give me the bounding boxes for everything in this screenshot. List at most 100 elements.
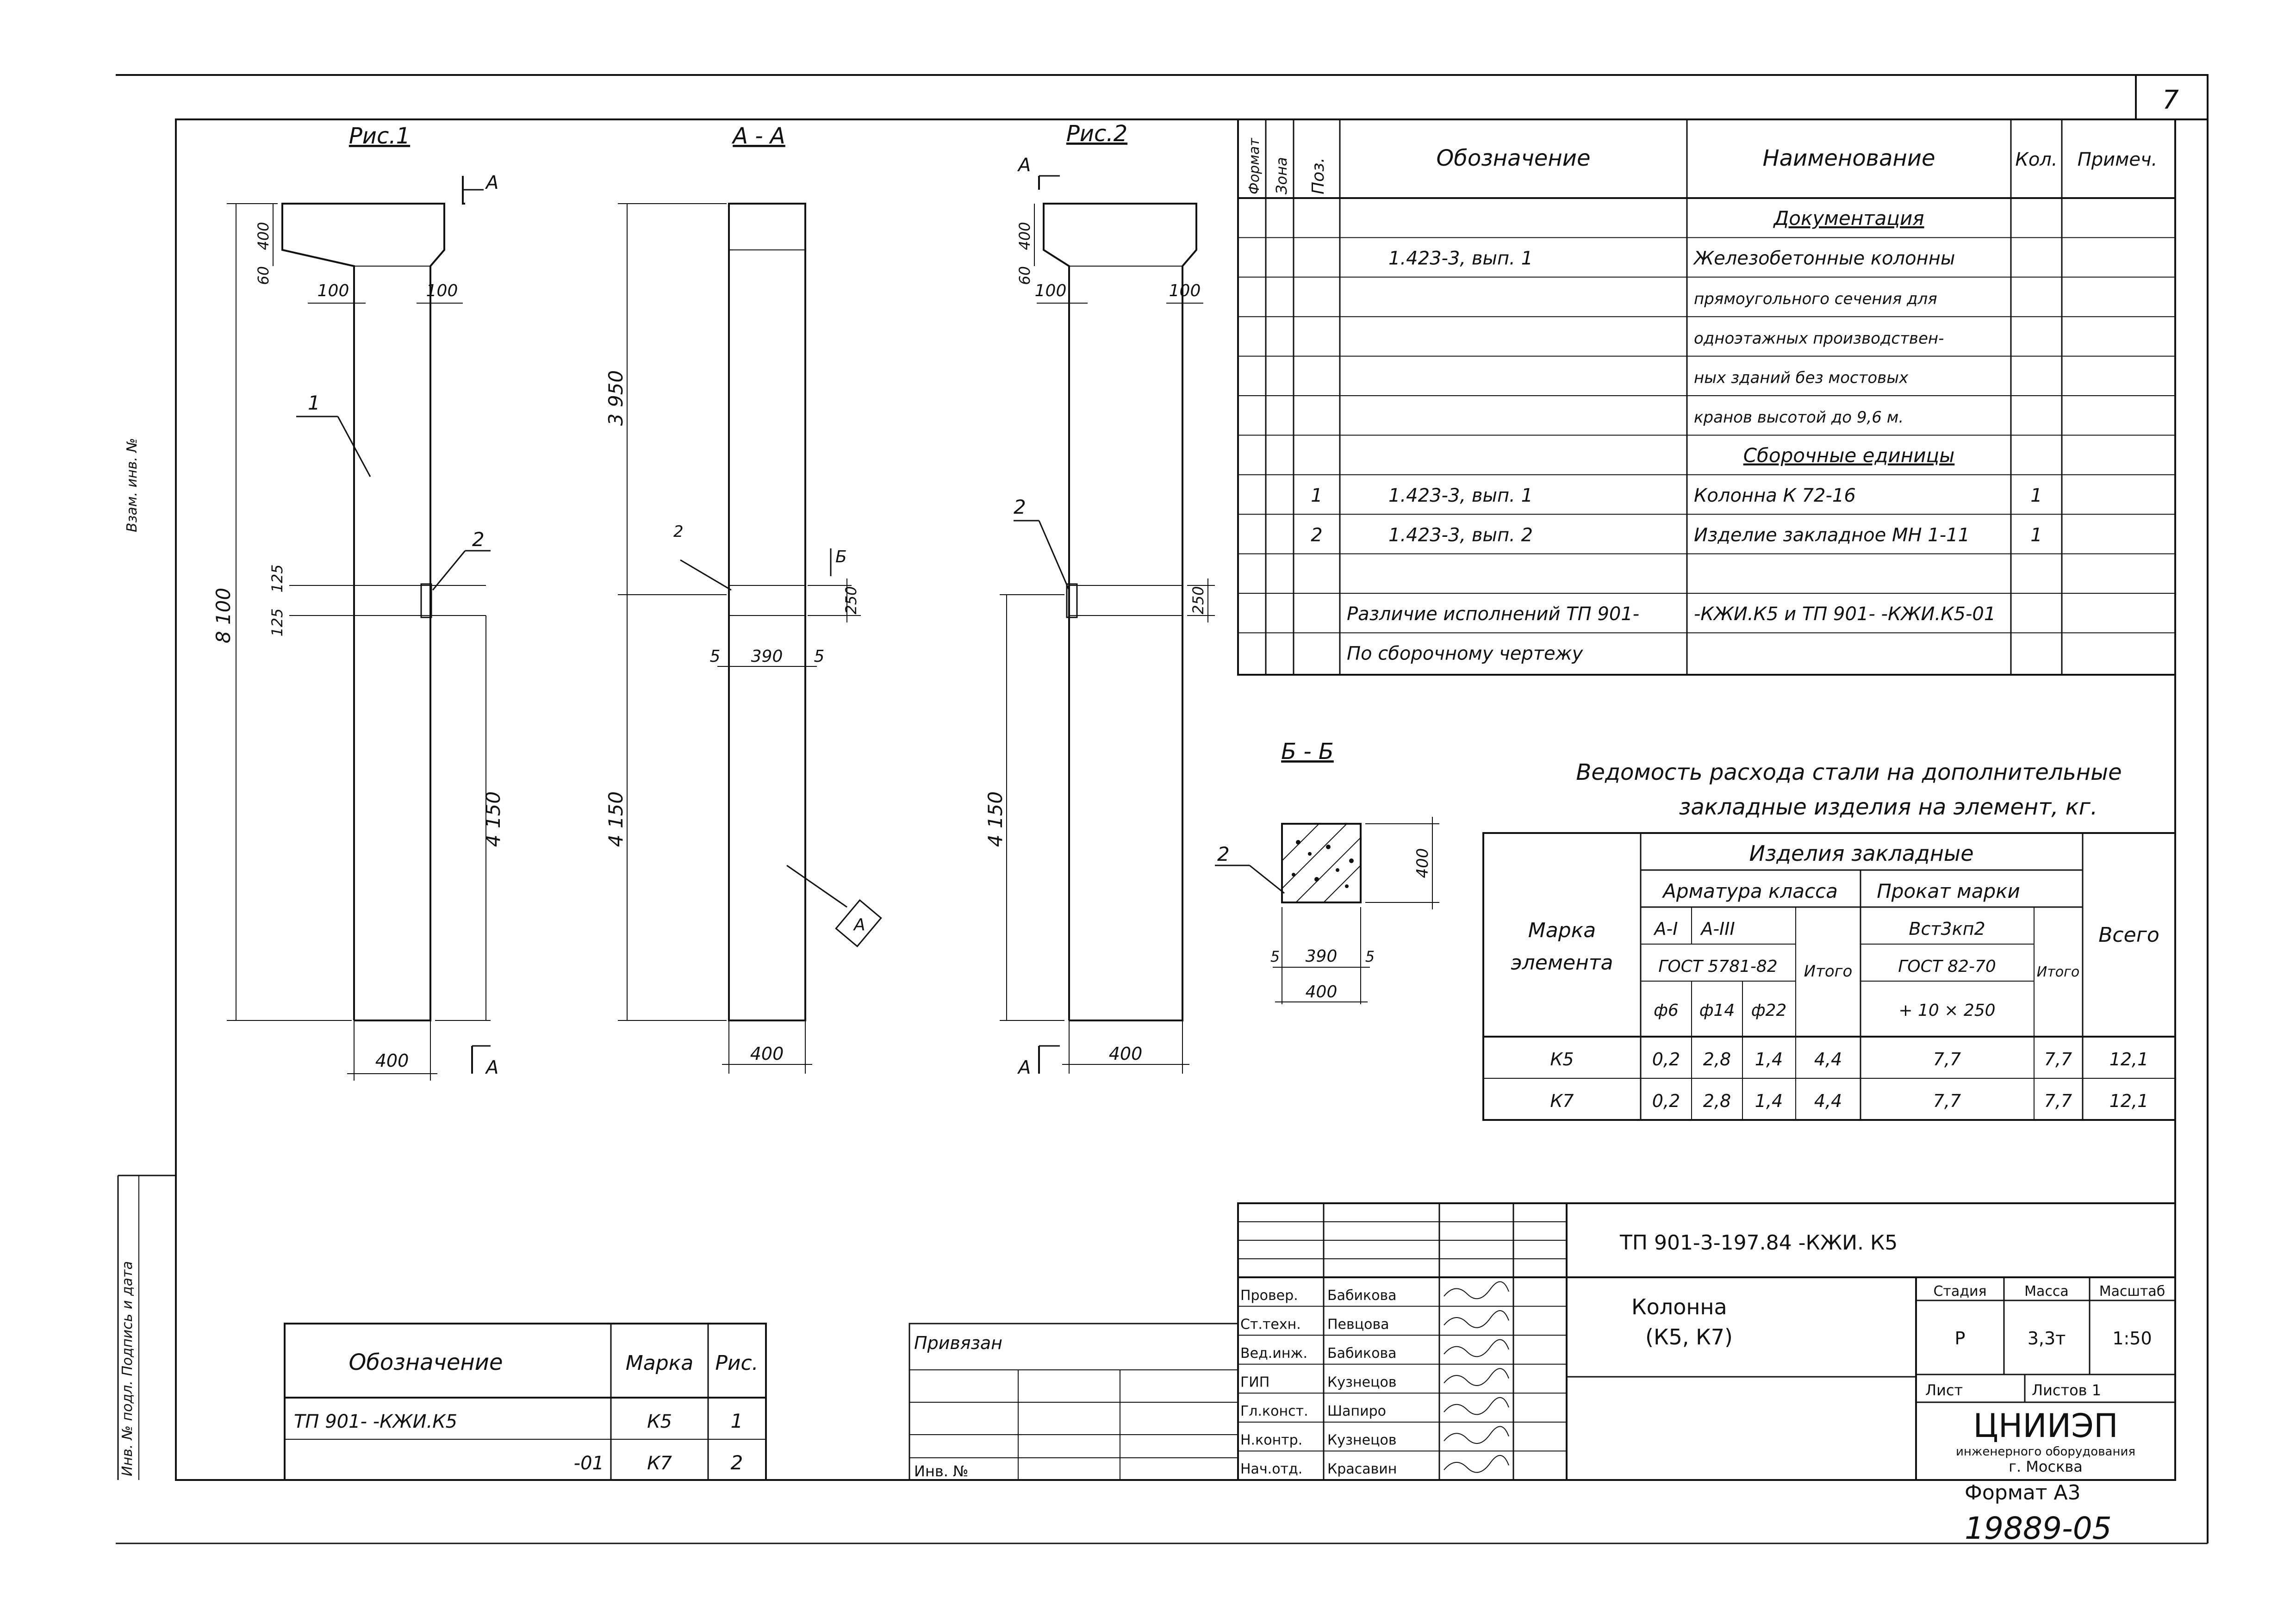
side-stamp-1: Инв. № подл. Подпись и дата bbox=[119, 1261, 136, 1476]
steel-cell-total: 12,1 bbox=[2109, 1049, 2149, 1070]
variants-h-fig: Рис. bbox=[715, 1351, 758, 1375]
signer-row: Провер. Бабикова bbox=[1240, 1281, 1509, 1304]
specification-table: Формат Зона Поз. Обозначение Наименовани… bbox=[1237, 118, 2176, 676]
steel-h-gost-rebar: ГОСТ 5781-82 bbox=[1658, 957, 1777, 976]
sheet-number: 7 bbox=[2162, 85, 2179, 115]
cut-mark-a-bottom-fig2: А bbox=[1017, 1057, 1031, 1078]
steel-cell-total: 12,1 bbox=[2109, 1091, 2149, 1111]
title-h-scale: Масштаб bbox=[2099, 1283, 2165, 1300]
steel-title-1: Ведомость расхода стали на дополнительны… bbox=[1576, 759, 2122, 785]
signature-scribble bbox=[1444, 1397, 1509, 1415]
org-line-3: г. Москва bbox=[2009, 1458, 2083, 1475]
dim-100-left: 100 bbox=[317, 281, 349, 300]
spec-name: одноэтажных производствен- bbox=[1694, 329, 1944, 348]
signature-scribble bbox=[1444, 1426, 1509, 1444]
steel-table: Ведомость расхода стали на дополнительны… bbox=[1482, 759, 2176, 1121]
title-block: ТП 901-3-197.84 -КЖИ. К5 Колонна (К5, К7… bbox=[1237, 1202, 2176, 1481]
dim-100-left-fig2: 100 bbox=[1035, 281, 1067, 300]
signer-role: Провер. bbox=[1240, 1287, 1298, 1304]
steel-h-itogo-2: Итого bbox=[2037, 964, 2079, 980]
title-scale: 1:50 bbox=[2112, 1328, 2152, 1349]
title-h-mass: Масса bbox=[2024, 1283, 2069, 1300]
spec-h-note: Примеч. bbox=[2078, 149, 2158, 170]
steel-cell-d14: 2,8 bbox=[1703, 1091, 1731, 1111]
title-h-stage: Стадия bbox=[1933, 1283, 1986, 1300]
signer-role: Гл.конст. bbox=[1240, 1403, 1308, 1419]
steel-cell-sum2: 7,7 bbox=[2044, 1091, 2072, 1111]
steel-cell-rolled: 7,7 bbox=[1933, 1091, 1961, 1111]
spec-row: Документация bbox=[1773, 207, 1924, 230]
steel-h-mark-1: Марка bbox=[1528, 919, 1596, 942]
dim-4150-aa: 4 150 bbox=[604, 791, 627, 847]
signature-scribble bbox=[1444, 1281, 1509, 1300]
spec-h-zone: Зона bbox=[1273, 157, 1290, 194]
signer-name: Бабикова bbox=[1327, 1287, 1397, 1304]
spec-name: Колонна К 72-16 bbox=[1694, 485, 1856, 506]
signer-role: Вед.инж. bbox=[1240, 1345, 1307, 1362]
signer-name: Шапиро bbox=[1327, 1403, 1386, 1419]
spec-row: ных зданий без мостовых bbox=[1694, 369, 1909, 387]
steel-title-2: закладные изделия на элемент, кг. bbox=[1679, 794, 2097, 820]
steel-h-rebar: Арматура класса bbox=[1661, 880, 1838, 902]
steel-cell-sum1: 4,4 bbox=[1814, 1049, 1842, 1070]
spec-designation: По сборочному чертежу bbox=[1347, 643, 1584, 664]
section-bb-title: Б - Б bbox=[1281, 739, 1334, 765]
steel-cell-d6: 0,2 bbox=[1652, 1049, 1680, 1070]
dim-100-right: 100 bbox=[426, 281, 458, 300]
variant-designation-1: ТП 901- -КЖИ.К5 bbox=[294, 1411, 457, 1432]
dim-5-bb-right: 5 bbox=[1365, 948, 1375, 965]
signer-name: Певцова bbox=[1327, 1316, 1389, 1332]
steel-h-d6: ф6 bbox=[1654, 1001, 1679, 1020]
steel-h-embedded: Изделия закладные bbox=[1749, 841, 1973, 866]
spec-row: одноэтажных производствен- bbox=[1694, 329, 1944, 348]
variant-mark-2: К7 bbox=[647, 1453, 672, 1474]
binding-inv: Инв. № bbox=[914, 1462, 968, 1480]
spec-name: ных зданий без мостовых bbox=[1694, 369, 1909, 387]
spec-designation: 1.423-3, вып. 1 bbox=[1388, 248, 1533, 269]
figure-1: Рис.1 bbox=[212, 123, 504, 1081]
spec-h-pos: Поз. bbox=[1309, 157, 1328, 194]
signer-row: Нач.отд.Красавин bbox=[1240, 1455, 1509, 1477]
binding-block: Привязан Инв. № bbox=[908, 1323, 1239, 1481]
signature-scribble bbox=[1444, 1339, 1509, 1357]
pos-2-label-fig1: 2 bbox=[472, 528, 485, 551]
steel-cell-mark: К5 bbox=[1550, 1049, 1574, 1070]
pos-1-label: 1 bbox=[308, 392, 320, 414]
steel-h-rolled: Прокат марки bbox=[1877, 880, 2020, 902]
dim-400-fig1: 400 bbox=[375, 1051, 409, 1071]
signer-role: ГИП bbox=[1240, 1374, 1269, 1391]
dim-400-top: 400 bbox=[255, 222, 272, 250]
steel-h-plate: + 10 × 250 bbox=[1898, 1001, 1995, 1020]
steel-h-mark-2: элемента bbox=[1511, 951, 1613, 975]
dim-250-fig2: 250 bbox=[1189, 586, 1207, 614]
signer-role: Нач.отд. bbox=[1240, 1461, 1302, 1477]
dim-5-right: 5 bbox=[814, 647, 825, 666]
title-name-2: (К5, К7) bbox=[1645, 1325, 1733, 1349]
org-line-2: инженерного оборудования bbox=[1956, 1445, 2135, 1459]
dim-5-left: 5 bbox=[710, 647, 721, 666]
variant-mark-1: К5 bbox=[647, 1411, 672, 1432]
signer-name: Кузнецов bbox=[1327, 1432, 1397, 1449]
spec-name: кранов высотой до 9,6 м. bbox=[1694, 408, 1904, 427]
steel-cell-sum2: 7,7 bbox=[2044, 1049, 2072, 1070]
signer-role: Ст.техн. bbox=[1240, 1316, 1301, 1332]
fig2-title: Рис.2 bbox=[1066, 121, 1127, 147]
spec-row: кранов высотой до 9,6 м. bbox=[1694, 408, 1904, 427]
cut-mark-a-bottom: А bbox=[485, 1057, 498, 1078]
steel-h-itogo-1: Итого bbox=[1804, 962, 1853, 981]
dim-8100: 8 100 bbox=[212, 588, 235, 643]
figure-2: Рис.2 А А 400 bbox=[984, 121, 1215, 1078]
spec-designation: 1.423-3, вып. 2 bbox=[1388, 524, 1533, 546]
fig1-title: Рис.1 bbox=[349, 123, 410, 149]
title-name-1: Колонна bbox=[1631, 1294, 1727, 1319]
binding-linked: Привязан bbox=[914, 1333, 1002, 1353]
org-name: ЦНИИЭП bbox=[1973, 1407, 2118, 1445]
signer-role: Н.контр. bbox=[1240, 1432, 1302, 1449]
steel-cell-d22: 1,4 bbox=[1755, 1049, 1783, 1070]
dim-3950: 3 950 bbox=[604, 370, 627, 426]
steel-cell-d22: 1,4 bbox=[1755, 1091, 1783, 1111]
